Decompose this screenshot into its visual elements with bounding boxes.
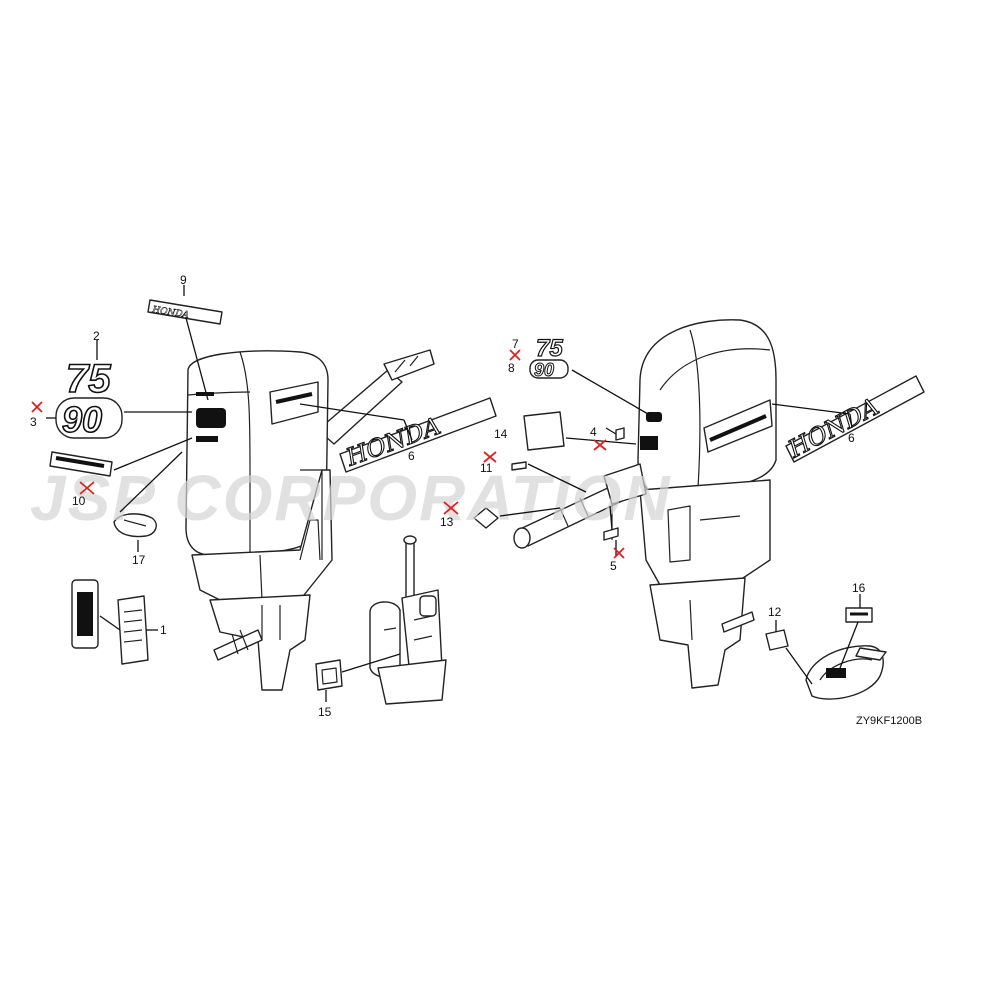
callout-10: 10: [72, 494, 86, 508]
x-mark-icon: [593, 439, 607, 451]
model-90-small: 90: [534, 360, 554, 380]
x-mark-icon: [443, 501, 459, 515]
callout-15: 15: [318, 705, 332, 719]
decal-4-small: [615, 427, 625, 441]
model-75-text: 75: [66, 357, 111, 401]
callout-5: 5: [610, 559, 617, 573]
decal-12-tag: [765, 629, 789, 651]
callout-3: 3: [30, 415, 37, 429]
callout-13: 13: [440, 515, 454, 529]
callout-6-left: 6: [408, 449, 415, 463]
model-75-small: 75: [536, 335, 563, 362]
callout-2: 2: [93, 329, 100, 343]
callout-8: 8: [508, 361, 515, 375]
right-outboard-motor: [513, 319, 777, 689]
honda-right-text: HONDA: [783, 392, 884, 463]
callout-1: 1: [160, 623, 167, 637]
decal-11-strip: [511, 461, 527, 471]
callout-14: 14: [494, 427, 508, 441]
decal-1-label-set: [71, 579, 149, 665]
x-mark-icon: [613, 547, 625, 559]
callout-16: 16: [852, 581, 866, 595]
decal-9-strip: HONDA: [147, 299, 223, 325]
decal-6-honda-right: HONDA: [782, 375, 925, 464]
x-mark-icon: [31, 401, 43, 413]
decal-7-model-75: 75: [535, 334, 564, 362]
decal-2-model-75: 75: [65, 356, 112, 402]
callout-17: 17: [132, 553, 146, 567]
decal-5-strip: [603, 527, 619, 541]
model-90-text: 90: [62, 399, 102, 440]
decal-15-plate: [315, 659, 343, 691]
x-mark-icon: [509, 349, 521, 361]
decal-16-tag: [845, 607, 873, 623]
x-mark-icon: [483, 451, 497, 463]
decal-17-plate: [113, 513, 157, 538]
leader-lines: [46, 285, 861, 702]
watermark: JSP CORPORATION: [30, 462, 672, 534]
callout-11: 11: [480, 461, 493, 475]
decal-8-model-90: 90: [529, 359, 569, 381]
decal-10-strip: [49, 451, 113, 477]
callout-7: 7: [512, 337, 519, 351]
callout-9: 9: [180, 273, 187, 287]
left-outboard-motor: [185, 349, 435, 691]
x-mark-icon: [79, 481, 95, 495]
gear-shift-control: [805, 645, 887, 700]
power-trim-unit: [369, 535, 447, 705]
decal-13-plate: [473, 507, 499, 529]
callout-6-right: 6: [848, 431, 855, 445]
callout-numbers: 9 2 3 10 17 1 6 15 7 8 14 11 13 4 5 6 12…: [30, 273, 866, 719]
diagram-code: ZY9KF1200B: [856, 715, 922, 727]
callout-4: 4: [590, 425, 597, 439]
callout-12: 12: [768, 605, 782, 619]
decal-3-model-90: 90: [55, 397, 123, 441]
decal-14-plate: [523, 411, 565, 451]
unavailable-marks: [31, 349, 625, 559]
